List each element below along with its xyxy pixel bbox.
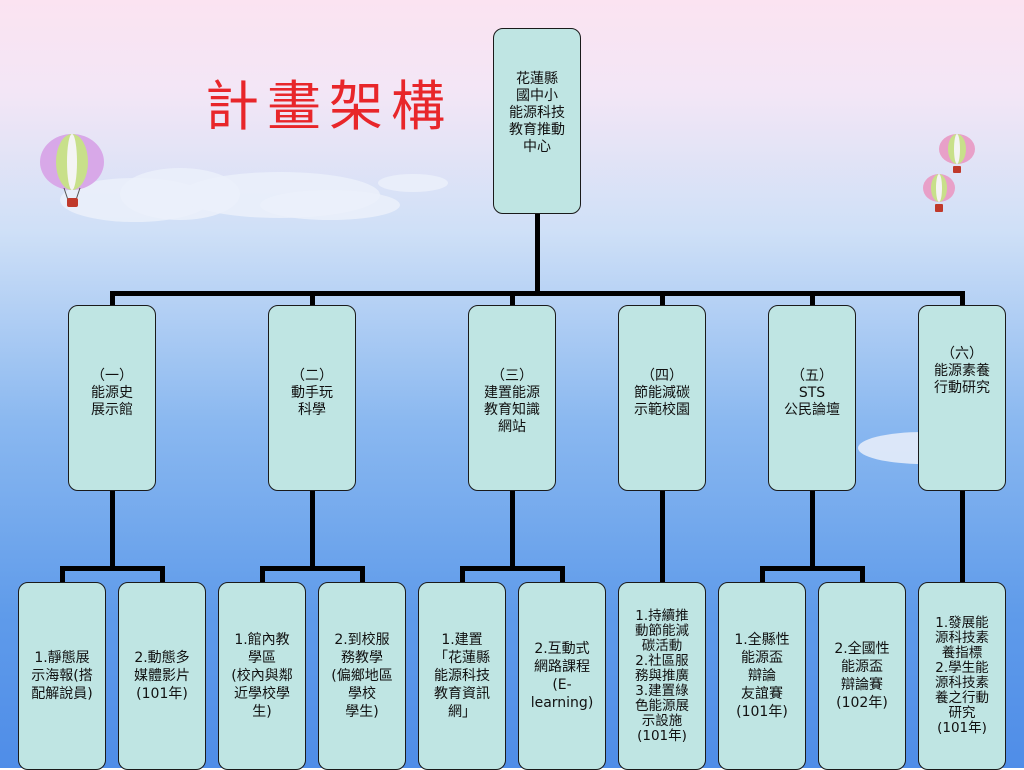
- branch-node-6: （六） 能源素養 行動研究: [918, 305, 1006, 491]
- connector-line: [360, 566, 365, 584]
- connector-line: [310, 491, 315, 569]
- leaf-node-3-1: 1.建置 「花蓮縣 能源科技 教育資訊 網」: [418, 582, 506, 770]
- connector-line: [660, 491, 665, 584]
- hot-air-balloon-icon: [40, 134, 104, 207]
- connector-line: [560, 566, 565, 584]
- center-node: 花蓮縣 國中小 能源科技 教育推動 中心: [493, 28, 581, 214]
- leaf-node-5-1: 1.全縣性 能源盃 辯論 友誼賽 (101年): [718, 582, 806, 770]
- branch-node-1: （一） 能源史 展示館: [68, 305, 156, 491]
- connector-line: [810, 491, 815, 569]
- connector-line: [810, 291, 815, 307]
- cloud-decoration: [378, 174, 448, 192]
- leaf-node-1-1: 1.靜態展 示海報(搭 配解說員): [18, 582, 106, 770]
- connector-line: [160, 566, 165, 584]
- branch-node-3: （三） 建置能源 教育知識 網站: [468, 305, 556, 491]
- branch-node-2: （二） 動手玩 科學: [268, 305, 356, 491]
- connector-line: [960, 491, 965, 584]
- hot-air-balloon-icon: [939, 134, 975, 173]
- connector-line: [60, 566, 165, 571]
- leaf-node-2-2: 2.到校服 務教學 (偏鄉地區 學校 學生): [318, 582, 406, 770]
- leaf-node-1-2: 2.動態多 媒體影片 (101年): [118, 582, 206, 770]
- leaf-node-4-1: 1.持續推 動節能減 碳活動 2.社區服 務與推廣 3.建置綠 色能源展 示設施…: [618, 582, 706, 770]
- connector-line: [110, 291, 965, 296]
- leaf-node-6-1: 1.發展能 源科技素 養指標 2.學生能 源科技素 養之行動 研究 (101年): [918, 582, 1006, 770]
- connector-line: [535, 214, 540, 296]
- connector-line: [510, 291, 515, 307]
- branch-node-4: （四） 節能減碳 示範校園: [618, 305, 706, 491]
- connector-line: [510, 491, 515, 569]
- connector-line: [310, 291, 315, 307]
- page-title: 計畫架構: [205, 75, 453, 138]
- cloud-decoration: [260, 190, 400, 220]
- connector-line: [60, 566, 65, 584]
- connector-line: [460, 566, 465, 584]
- connector-line: [660, 291, 665, 307]
- leaf-node-5-2: 2.全國性 能源盃 辯論賽 (102年): [818, 582, 906, 770]
- connector-line: [960, 291, 965, 307]
- connector-line: [760, 566, 865, 571]
- hot-air-balloon-icon: [923, 174, 955, 212]
- connector-line: [260, 566, 265, 584]
- connector-line: [110, 491, 115, 569]
- connector-line: [110, 291, 115, 307]
- connector-line: [460, 566, 565, 571]
- leaf-node-2-1: 1.館內教 學區 (校內與鄰 近學校學 生): [218, 582, 306, 770]
- connector-line: [860, 566, 865, 584]
- connector-line: [260, 566, 365, 571]
- leaf-node-3-2: 2.互動式 網路課程 (E- learning): [518, 582, 606, 770]
- branch-node-5: （五） STS 公民論壇: [768, 305, 856, 491]
- connector-line: [760, 566, 765, 584]
